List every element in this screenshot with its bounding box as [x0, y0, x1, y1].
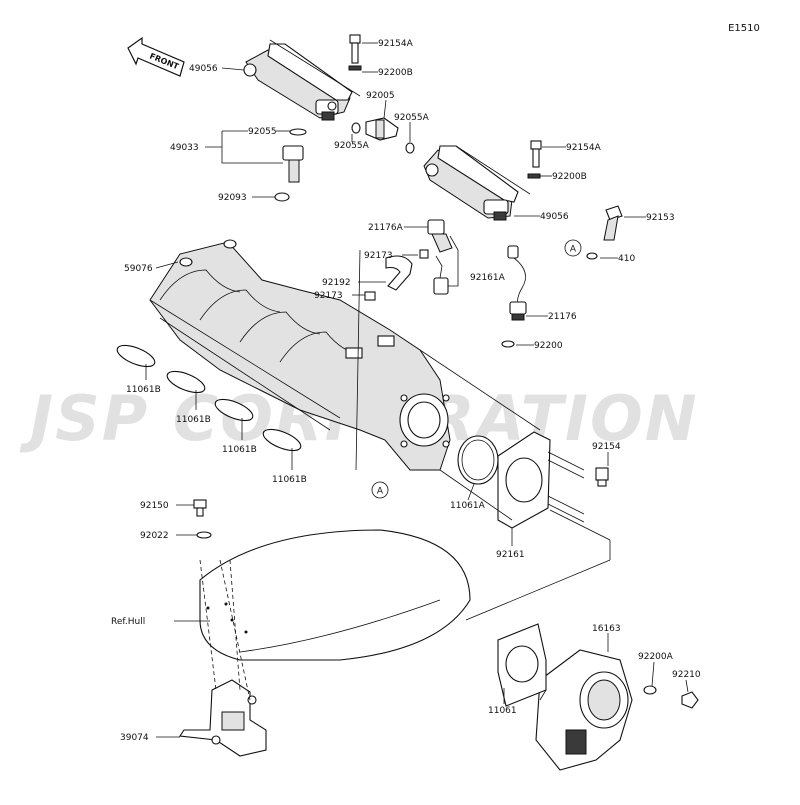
hull-reference — [199, 529, 471, 661]
svg-text:A: A — [570, 245, 577, 255]
intake-manifold — [149, 239, 451, 471]
part-label: 21176 — [548, 312, 577, 322]
part-label: 11061B — [126, 385, 161, 395]
svg-text:A: A — [377, 487, 384, 497]
fuel-rail-left — [243, 43, 353, 121]
sensor-and-hose — [364, 219, 453, 301]
part-label: 92200B — [378, 68, 413, 78]
part-label: 11061B — [222, 445, 257, 455]
fuel-joint — [351, 117, 415, 154]
part-label: 92200B — [552, 172, 587, 182]
long-bolt — [603, 205, 623, 241]
fuel-rail-right — [423, 145, 519, 221]
throttle-body — [535, 649, 633, 771]
fuel-injector — [274, 128, 307, 202]
part-label: 92200 — [534, 341, 563, 351]
part-label: 92154A — [566, 143, 602, 153]
part-label: 92055A — [394, 113, 430, 123]
diagram-code: E1510 — [728, 23, 760, 34]
washer-410 — [586, 252, 598, 260]
part-label: 92173 — [364, 251, 393, 261]
gasket-ring-11061a — [457, 435, 499, 485]
part-label: 92210 — [672, 670, 701, 680]
o-ring-92200 — [501, 340, 515, 348]
part-label: 92173 — [314, 291, 343, 301]
bracket-39074 — [179, 679, 267, 757]
part-label: 16163 — [592, 624, 621, 634]
bolt-92154 — [595, 467, 609, 487]
part-label: 11061 — [488, 706, 517, 716]
part-label: 92055 — [248, 127, 277, 137]
part-labels: 49056 92154A 92200B 92005 92055A 92055A … — [120, 39, 701, 743]
pressure-sensor — [507, 245, 527, 321]
circle-marker-a: A — [371, 481, 389, 499]
spacer-plate — [497, 431, 585, 529]
part-label: 92150 — [140, 501, 169, 511]
part-label: 49056 — [189, 64, 218, 74]
part-label: 92022 — [140, 531, 169, 541]
part-label: 21176A — [368, 223, 404, 233]
washer-92022 — [196, 531, 212, 539]
washer-92200a — [643, 685, 657, 695]
part-label: 11061B — [176, 415, 211, 425]
part-label: 59076 — [124, 264, 153, 274]
nut-92210 — [681, 691, 699, 709]
part-label: 49056 — [540, 212, 569, 222]
leader-lines — [145, 39, 689, 738]
gasket-11061 — [497, 623, 547, 707]
part-label: 92200A — [638, 652, 674, 662]
part-label: 92161A — [470, 273, 506, 283]
part-label: 39074 — [120, 733, 149, 743]
ref-hull-label: Ref.Hull — [111, 617, 145, 627]
part-label: 11061B — [272, 475, 307, 485]
circle-marker-a: A — [564, 239, 582, 257]
part-label: 92093 — [218, 193, 247, 203]
part-label: 410 — [618, 254, 635, 264]
part-label: 92154A — [378, 39, 414, 49]
gasket-group — [116, 344, 302, 452]
part-label: 11061A — [450, 501, 486, 511]
bolt-top-left — [348, 34, 362, 71]
part-label: 92005 — [366, 91, 395, 101]
part-label: 92161 — [496, 550, 525, 560]
part-label: 92154 — [592, 442, 621, 452]
part-label: 49033 — [170, 143, 199, 153]
front-arrow-icon: FRONT — [127, 36, 185, 77]
part-label: 92153 — [646, 213, 675, 223]
bolt-top-right — [527, 140, 542, 179]
bolt-92150 — [193, 499, 207, 517]
part-label: 92055A — [334, 141, 370, 151]
part-label: 92192 — [322, 278, 351, 288]
